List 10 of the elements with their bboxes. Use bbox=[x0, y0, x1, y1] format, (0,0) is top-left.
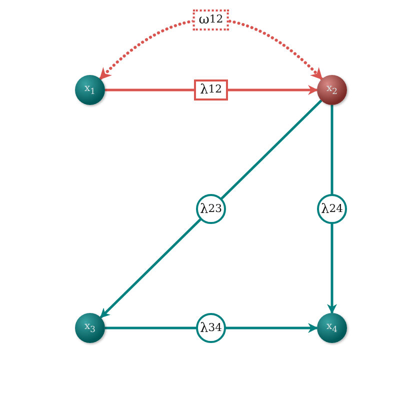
sphere-node bbox=[317, 313, 347, 343]
arrow bbox=[100, 100, 322, 318]
node-label: x$_{1}$ bbox=[84, 84, 96, 96]
node-label: x$_{4}$ bbox=[326, 322, 338, 334]
dotted-arrow bbox=[98, 18, 324, 81]
sphere-node bbox=[317, 75, 347, 105]
sphere-node bbox=[75, 75, 105, 105]
node-label: x$_{3}$ bbox=[84, 322, 96, 334]
node-label: x$_{2}$ bbox=[326, 84, 338, 96]
sphere-node bbox=[75, 313, 105, 343]
